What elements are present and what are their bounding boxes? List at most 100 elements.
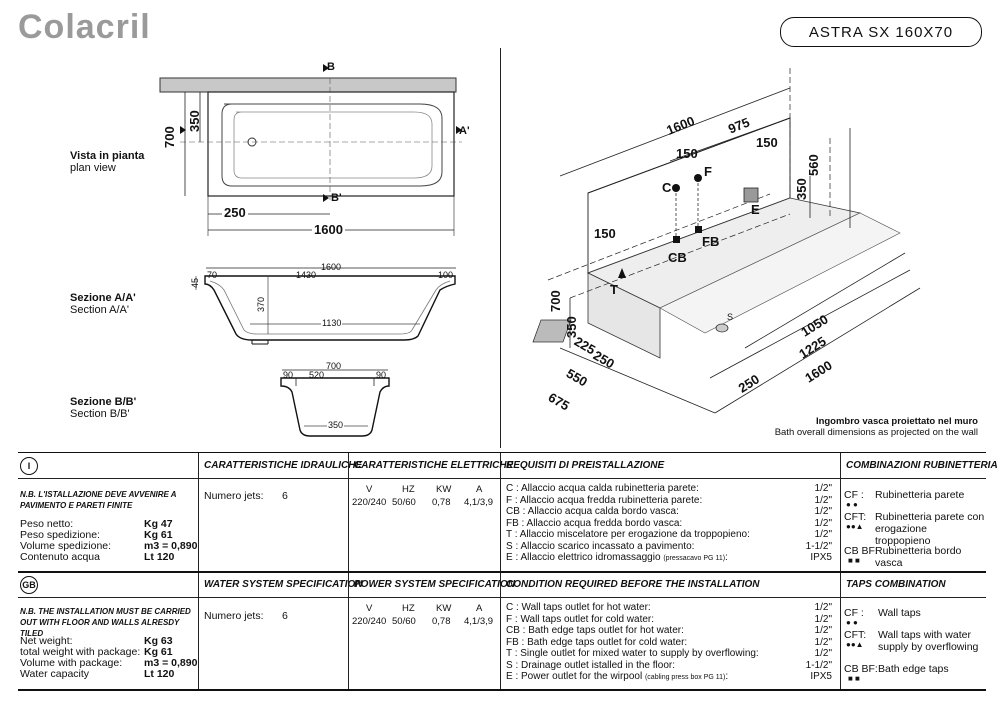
req-value: 1/2"	[814, 529, 832, 540]
model-badge: ASTRA SX 160X70	[780, 17, 982, 47]
bb-dim-350: 350	[327, 420, 345, 430]
spec-net-weight-value-it: Kg 47	[144, 518, 173, 530]
req-value: 1-1/2"	[805, 659, 832, 671]
spec-water-value-en: Lt 120	[144, 668, 175, 680]
elec-h-hz-it: HZ	[402, 484, 415, 495]
plan-title-en: plan view	[70, 162, 116, 174]
spec-ship-volume-label-en: Volume with package:	[20, 657, 123, 669]
req-value: 1/2"	[814, 517, 832, 529]
tap-desc: Rubinetteria parete	[875, 489, 965, 501]
plan-label-a-prime: A'	[459, 125, 470, 137]
elec-h-v-en: V	[366, 603, 373, 614]
header-requirements-it: REQUISITI DI PREISTALLAZIONE	[506, 460, 665, 471]
req-value: 1/2"	[814, 494, 832, 506]
spec-water-label-it: Contenuto acqua	[20, 551, 100, 563]
row-sep-4	[18, 689, 986, 691]
bb-dim-700: 700	[326, 361, 342, 371]
iso-drawing	[532, 68, 921, 414]
section-aa-drawing	[195, 267, 456, 345]
iso-dim-1600-line	[587, 117, 791, 194]
spec-ship-weight-label-it: Peso spedizione:	[20, 529, 100, 541]
req-value: 1/2"	[814, 602, 832, 613]
spec-ship-volume-value-en: m3 = 0,890	[144, 657, 198, 669]
install-note-it: N.B. L'ISTALLAZIONE DEVE AVVENIRE A PAVI…	[20, 490, 177, 510]
elec-v-hz-it: 50/60	[392, 497, 416, 508]
wall-side	[587, 272, 661, 359]
plan-dim-250: 250	[222, 205, 248, 220]
req-row: T : Allaccio miscelatore per erogazione …	[506, 529, 750, 540]
iso-label-cb: CB	[668, 250, 687, 265]
install-note-en: N.B. THE INSTALLATION MUST BE CARRIED OU…	[20, 607, 191, 638]
req-value: 1-1/2"	[805, 540, 832, 552]
iso-dim-150-c: 150	[594, 226, 616, 241]
req-row: S : Drainage outlet istalled in the floo…	[506, 659, 675, 671]
req-row: FB : Allaccio acqua fredda bordo vasca:	[506, 517, 683, 529]
elec-h-kw-it: KW	[436, 484, 452, 495]
req-row: C : Allaccio acqua calda rubinetteria pa…	[506, 483, 699, 494]
iso-label-e: E	[751, 202, 760, 217]
req-small: (cabling press box PG 11)	[644, 674, 726, 681]
center-divider	[500, 48, 501, 448]
req-value: 1/2"	[814, 613, 832, 625]
elec-h-a-it: A	[476, 484, 483, 495]
spec-ship-volume-value-it: m3 = 0,890	[144, 540, 198, 552]
spec-net-weight-label-en: Net weight:	[20, 635, 73, 647]
elec-v-v-en: 220/240	[352, 616, 387, 627]
plan-view-drawing	[159, 64, 462, 236]
flag-italy: I	[20, 457, 38, 475]
flag-uk: GB	[20, 576, 38, 594]
section-aa-title-it: Sezione A/A'	[70, 292, 136, 304]
spec-table: I CARATTERISTICHE IDRAULICHE CARATTERIST…	[18, 452, 998, 691]
row-sep-1	[18, 478, 986, 479]
tap-symbol: ■ ■	[848, 556, 860, 565]
floor-drain-s	[715, 323, 729, 333]
tap-desc: Rubinetteria bordo vasca	[875, 545, 962, 569]
power-outlet-e	[743, 187, 759, 203]
section-aa-inner	[209, 280, 451, 335]
jets-label-en: Numero jets:	[204, 610, 264, 622]
spec-water-value-it: Lt 120	[144, 551, 175, 563]
arrow-a	[180, 126, 186, 134]
req-text: E : Power outlet for the wirpool	[506, 671, 643, 682]
aa-dim-70: 70	[207, 270, 218, 280]
row-sep-3	[18, 597, 986, 598]
tap-code: CB BF:	[844, 545, 878, 557]
tap-symbol: ●●▲	[846, 640, 864, 649]
jets-label-it: Numero jets:	[204, 490, 264, 502]
elec-v-a-en: 4,1/3,9	[464, 616, 494, 627]
tap-code: CF :	[844, 607, 864, 619]
arrow-b	[323, 64, 329, 72]
iso-caption: Ingombro vasca proiettato nel muro Bath …	[700, 416, 978, 438]
tap-desc: Wall taps	[878, 607, 921, 619]
section-aa-profile	[204, 275, 456, 341]
req-row: FB : Bath edge taps outlet for cold wate…	[506, 636, 688, 648]
iso-label-t: T	[610, 282, 618, 297]
aa-dim-1600: 1600	[321, 262, 342, 272]
header-electric-it: CARATTERISTICHE ELETTRICHE	[354, 460, 514, 471]
req-row: CB : Bath edge taps outlet for hot water…	[506, 625, 684, 636]
req-tail: :	[725, 671, 729, 682]
req-value: 1/2"	[814, 625, 832, 636]
elec-v-v-it: 220/240	[352, 497, 387, 508]
elec-v-kw-it: 0,78	[432, 497, 451, 508]
tap-desc: Rubinetteria parete con erogazione tropp…	[875, 511, 985, 547]
bb-dim-90-left: 90	[283, 370, 294, 380]
aa-dim-370: 370	[256, 296, 266, 312]
floor-drain-grid	[532, 319, 572, 343]
header-taps-it: COMBINAZIONI RUBINETTERIA	[846, 460, 998, 471]
tap-t-marker	[618, 268, 626, 278]
iso-label-s: S	[727, 312, 734, 322]
iso-dim-150-b: 150	[756, 135, 778, 150]
req-value: IPX5	[810, 671, 832, 682]
iso-label-fb: FB	[702, 234, 720, 249]
spec-water-label-en: Water capacity	[20, 668, 90, 680]
iso-dim-150-a: 150	[676, 146, 698, 161]
tap-code: CF :	[844, 489, 864, 501]
iso-dim-560: 560	[806, 154, 821, 176]
section-bb-profile	[280, 377, 390, 437]
plan-view-label: Vista in pianta plan view	[70, 150, 144, 174]
tub-drawings	[159, 64, 462, 437]
spec-net-weight-label-it: Peso netto:	[20, 518, 74, 530]
header-hydraulic-it: CARATTERISTICHE IDRAULICHE	[204, 460, 363, 471]
aa-dim-100: 100	[438, 270, 454, 280]
